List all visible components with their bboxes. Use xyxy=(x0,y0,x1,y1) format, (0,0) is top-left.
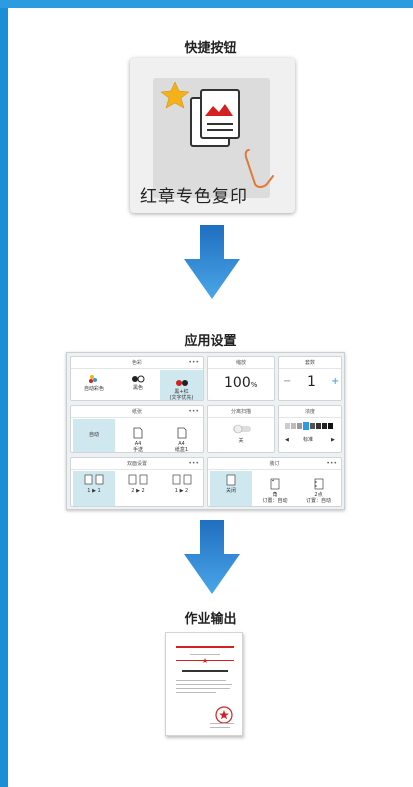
duplex-icon xyxy=(172,474,191,485)
toggle-switch-icon[interactable] xyxy=(232,424,252,434)
quick-button-label: 红章专色复印 xyxy=(140,187,248,207)
auto-color-icon xyxy=(89,375,97,383)
duplex-title: 双面设置 xyxy=(126,461,147,467)
density-label: 标准 xyxy=(303,437,314,443)
staple-option-off[interactable]: 关闭 xyxy=(210,471,252,506)
duplex-icon xyxy=(128,474,148,485)
corner-staple-icon xyxy=(270,478,280,490)
color-option-auto[interactable]: 自动彩色 xyxy=(73,370,115,400)
quick-button-card[interactable]: 红章专色复印 xyxy=(130,58,295,213)
copies-setting-title: 套数 xyxy=(279,357,341,369)
staple-option-two-point[interactable]: 2点 订置：自动 xyxy=(297,471,340,506)
job-output-title: 作业输出 xyxy=(184,612,237,627)
copies-plus-button[interactable]: + xyxy=(331,376,340,387)
duplex-option-2-2[interactable]: 2 ▶ 2 xyxy=(117,471,159,506)
black-color-icon xyxy=(132,375,145,383)
copies-minus-button[interactable]: − xyxy=(283,376,292,387)
black-red-icon xyxy=(175,380,188,386)
staple-setting[interactable]: 装订 ••• 关闭 角 订置：自动 2点 订置：自动 xyxy=(207,457,342,507)
density-bar-icon xyxy=(285,422,333,430)
density-left-button[interactable]: ◀ xyxy=(285,437,289,443)
color-option-black[interactable]: 黑色 xyxy=(117,370,159,400)
copies-value: 1 xyxy=(307,374,316,390)
doc-red-header xyxy=(176,646,234,648)
more-icon[interactable]: ••• xyxy=(326,460,337,467)
separate-scan-setting[interactable]: 分离扫描 关 xyxy=(207,405,275,453)
duplex-option-1-1[interactable]: 1 ▶ 1 xyxy=(73,471,115,506)
duplex-icon xyxy=(84,474,104,485)
density-setting[interactable]: 浓度 ◀ 标准 ▶ xyxy=(278,405,342,453)
paper-setting-title: 纸张 xyxy=(131,409,142,415)
density-title: 浓度 xyxy=(279,406,341,418)
duplex-option-1-2[interactable]: 1 ▶ 2 xyxy=(160,471,203,506)
red-seal-icon xyxy=(215,706,233,724)
down-arrow-icon xyxy=(184,225,240,299)
paper-option-tray1[interactable]: A4 纸盒1 xyxy=(160,419,203,453)
top-accent-bar xyxy=(0,0,413,8)
output-document-thumbnail xyxy=(165,632,243,736)
staple-title: 装订 xyxy=(269,461,280,467)
paper-setting[interactable]: 纸张 ••• 自动 A4 手送 A4 纸盒1 xyxy=(70,405,204,453)
quick-button-icon-area xyxy=(153,78,274,198)
settings-panel: 色彩 ••• 自动彩色 黑色 黑+红 (文字优先) 缩放 100% 套数 − 1 … xyxy=(66,352,345,510)
more-icon[interactable]: ••• xyxy=(188,460,199,467)
color-setting[interactable]: 色彩 ••• 自动彩色 黑色 黑+红 (文字优先) xyxy=(70,356,204,401)
scale-setting[interactable]: 缩放 100% xyxy=(207,356,275,401)
separate-scan-title: 分离扫描 xyxy=(208,406,274,418)
copies-setting[interactable]: 套数 − 1 + xyxy=(278,356,342,401)
paper-icon xyxy=(133,427,143,439)
separate-scan-state: 关 xyxy=(238,438,244,444)
color-option-black-red[interactable]: 黑+红 (文字优先) xyxy=(160,370,203,401)
staple-option-corner[interactable]: 角 订置：自动 xyxy=(254,471,296,506)
app-settings-title: 应用设置 xyxy=(184,334,237,349)
more-icon[interactable]: ••• xyxy=(188,359,199,366)
scale-value: 100 xyxy=(224,375,251,391)
more-icon[interactable]: ••• xyxy=(188,408,199,415)
duplex-setting[interactable]: 双面设置 ••• 1 ▶ 1 2 ▶ 2 1 ▶ 2 xyxy=(70,457,204,507)
paper-icon xyxy=(226,474,236,486)
down-arrow-icon xyxy=(184,520,240,594)
scale-unit: % xyxy=(250,381,258,389)
two-point-staple-icon xyxy=(314,478,323,490)
scale-setting-title: 缩放 xyxy=(208,357,274,369)
paper-option-manual[interactable]: A4 手送 xyxy=(117,419,159,453)
tap-finger-icon xyxy=(244,149,274,188)
color-setting-title: 色彩 xyxy=(131,360,142,366)
paper-icon xyxy=(177,427,186,439)
copy-document-icon xyxy=(160,81,240,147)
red-star-icon xyxy=(202,658,208,663)
density-right-button[interactable]: ▶ xyxy=(331,437,335,443)
paper-option-auto[interactable]: 自动 xyxy=(73,419,115,452)
quick-button-title: 快捷按钮 xyxy=(184,41,237,56)
